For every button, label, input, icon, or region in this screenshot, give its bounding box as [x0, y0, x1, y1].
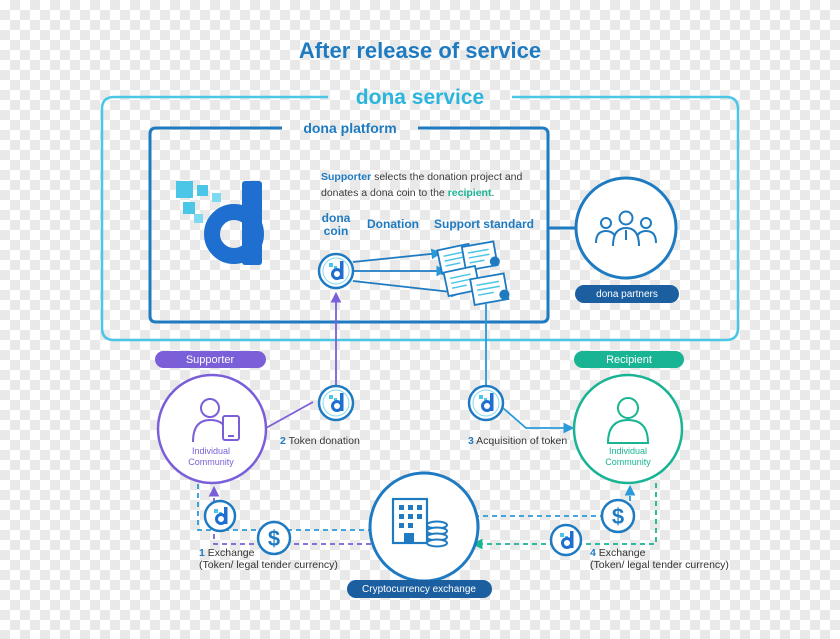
step3-label: 3 Acquisition of token — [468, 435, 567, 447]
step4-label: 4 Exchange — [590, 547, 646, 559]
dollar-coin-icon: $ — [600, 498, 636, 534]
svg-text:$: $ — [268, 526, 280, 551]
supporter-community-label: Community — [188, 457, 234, 467]
person-icon — [606, 397, 650, 444]
dona-coin-icon — [467, 384, 505, 422]
platform-frame — [148, 126, 550, 324]
dona-partners-node — [574, 176, 678, 280]
dona-logo-icon — [176, 181, 264, 265]
service-label: dona service — [356, 86, 484, 109]
partners-pill — [575, 285, 679, 303]
recipient-community-label: Community — [605, 457, 651, 467]
exchange-label: Cryptocurrency exchange — [362, 584, 476, 595]
dona-coin-icon — [317, 384, 355, 422]
platform-label: dona platform — [303, 120, 396, 136]
donation-arrow-1 — [352, 248, 443, 263]
dona-coin-label: dona — [322, 211, 351, 225]
platform-description-line2: donates a dona coin to the recipient. — [321, 187, 494, 199]
platform-description-line1: Supporter selects the donation project a… — [321, 171, 523, 183]
document-stack-icon — [436, 240, 510, 306]
people-group-icon — [595, 210, 657, 247]
token-donation-line — [265, 401, 314, 429]
dona-coin-icon — [549, 523, 583, 557]
donation-label: Donation — [367, 217, 419, 231]
service-frame — [100, 95, 740, 342]
dollar-coin-icon: $ — [256, 520, 292, 556]
exchange-pill — [347, 580, 492, 598]
supporter-badge-label: Supporter — [186, 354, 235, 366]
dona-coin-icon — [203, 499, 237, 533]
recipient-badge-label: Recipient — [606, 354, 652, 366]
step1-label: 1 Exchange — [199, 547, 255, 559]
page-title: After release of service — [299, 38, 541, 63]
recipient-individual-label: Individual — [609, 446, 647, 456]
supporter-exchange-out — [197, 484, 383, 536]
exchange-node — [368, 471, 480, 583]
step4-sub-label: (Token/ legal tender currency) — [590, 559, 729, 571]
dona-coin-label-2: coin — [324, 224, 349, 238]
dona-coin-icon — [317, 252, 355, 290]
recipient-node — [572, 373, 684, 485]
acquisition-arrow — [502, 407, 575, 434]
step2-label: 2 Token donation — [280, 435, 360, 447]
supporter-individual-label: Individual — [192, 446, 230, 456]
recipient-badge — [574, 351, 684, 368]
supporter-badge — [155, 351, 266, 368]
building-coins-icon — [391, 497, 448, 548]
supporter-exchange-in — [208, 485, 380, 545]
recipient-exchange-out — [471, 483, 657, 550]
step1-sub-label: (Token/ legal tender currency) — [199, 559, 338, 571]
svg-text:$: $ — [612, 504, 624, 529]
supporter-node — [156, 373, 268, 485]
support-standard-label: Support standard — [434, 217, 534, 231]
partners-label: dona partners — [596, 289, 658, 300]
person-phone-icon — [192, 398, 240, 443]
donation-arrow-3 — [352, 280, 463, 298]
